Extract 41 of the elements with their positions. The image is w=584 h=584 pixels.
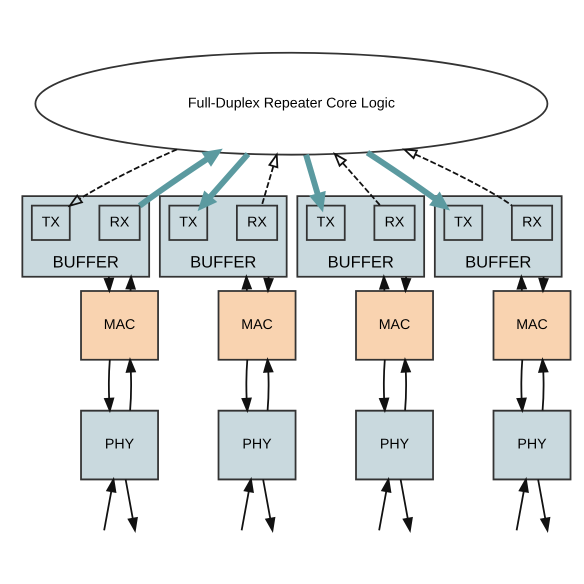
- arrow: [378, 360, 390, 414]
- node-box: PHY: [355, 410, 434, 480]
- node-box: TX: [30, 204, 71, 241]
- arrow: [124, 479, 138, 533]
- node-box: MAC: [80, 290, 159, 361]
- arrow: [378, 476, 392, 530]
- node-ellipse: Full-Duplex Repeater Core Logic: [34, 52, 548, 156]
- arrow: [262, 357, 274, 411]
- node-box: PHY: [80, 410, 159, 480]
- node-box: RX: [373, 204, 416, 241]
- node-box: MAC: [355, 290, 434, 361]
- arrow: [261, 152, 278, 206]
- arrow: [103, 476, 116, 530]
- arrow: [516, 360, 527, 414]
- arrow: [400, 357, 412, 411]
- arrow: [68, 148, 178, 208]
- node-box: TX: [168, 204, 208, 241]
- node-box: MAC: [492, 290, 572, 361]
- arrow: [303, 154, 326, 212]
- arrow: [366, 150, 450, 210]
- node-box: RX: [510, 204, 554, 241]
- arrow: [138, 148, 223, 208]
- arrow: [516, 476, 529, 530]
- node-box: RX: [98, 204, 141, 241]
- arrow: [241, 360, 252, 414]
- node-box: PHY: [492, 410, 572, 480]
- arrow: [400, 479, 413, 533]
- node-box: TX: [306, 204, 346, 241]
- arrow: [537, 479, 550, 533]
- arrow: [125, 357, 136, 411]
- arrow: [240, 476, 254, 530]
- arrow: [402, 148, 512, 206]
- arrow: [333, 152, 381, 206]
- node-box: MAC: [218, 290, 296, 361]
- node-box: PHY: [218, 410, 296, 480]
- arrow: [198, 152, 250, 212]
- arrow: [538, 357, 549, 411]
- arrow: [262, 479, 276, 533]
- node-box: RX: [236, 204, 278, 241]
- node-box: TX: [443, 204, 484, 241]
- arrow: [104, 360, 114, 414]
